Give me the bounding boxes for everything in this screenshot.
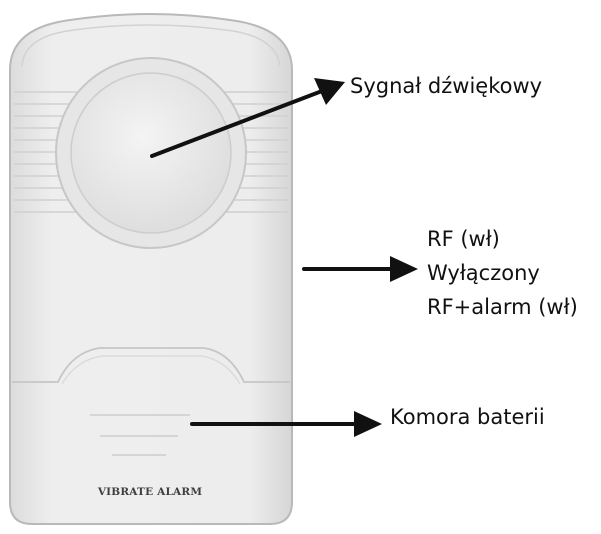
label-switch-rf-alarm: RF+alarm (wł) <box>427 295 578 319</box>
device-brand-label: VIBRATE ALARM <box>97 486 203 498</box>
label-sound-signal: Sygnał dźwiękowy <box>350 74 543 98</box>
label-battery-compartment: Komora baterii <box>390 405 545 429</box>
speaker-grille <box>14 91 288 213</box>
arrow-sound-signal <box>150 78 345 158</box>
battery-cover-outline <box>12 347 290 383</box>
speaker-cone <box>70 72 232 234</box>
top-ridge <box>21 24 281 67</box>
arrow-switch-positions <box>302 256 418 282</box>
battery-cover-grip <box>61 355 241 385</box>
arrow-battery-compartment <box>190 411 382 437</box>
label-switch-off: Wyłączony <box>427 261 540 285</box>
label-switch-rf-on: RF (wł) <box>427 227 500 251</box>
battery-cover-marks <box>90 414 190 456</box>
